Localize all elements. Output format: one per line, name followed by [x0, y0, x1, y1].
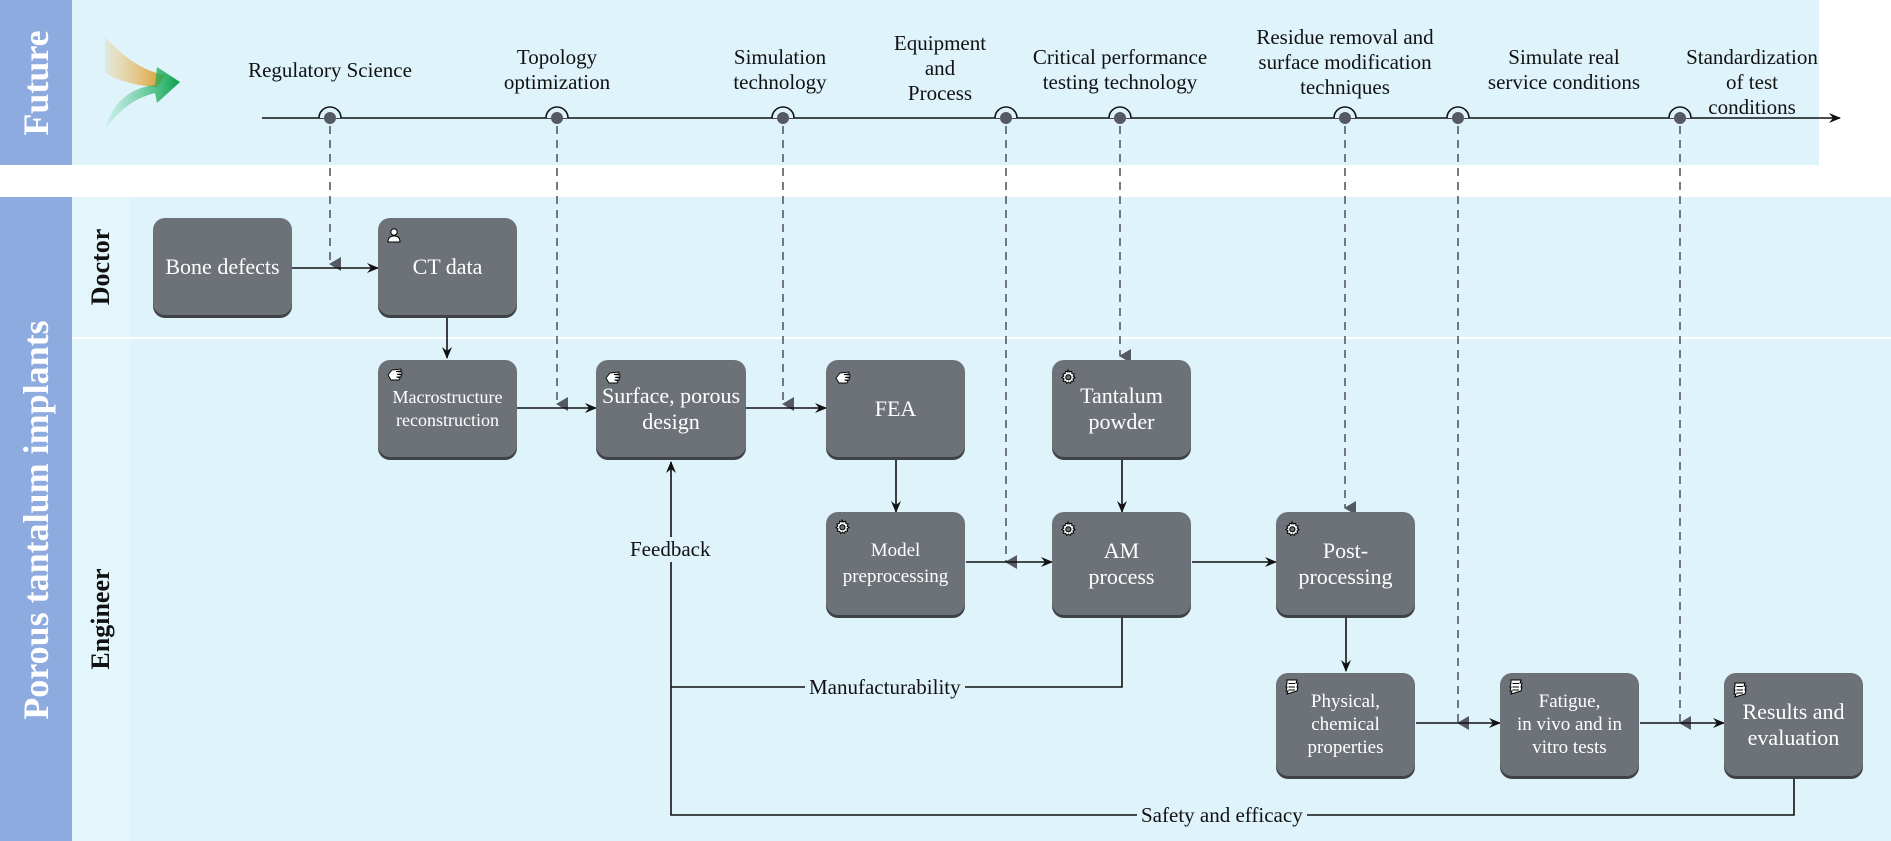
node-label: Fatigue, in vivo and in vitro tests	[1516, 691, 1623, 758]
hand-icon	[386, 365, 403, 381]
timeline-label-4: Critical performance testing technology	[1032, 45, 1208, 94]
node-label: Surface, porous design	[601, 382, 741, 434]
timeline-label-5: Residue removal and surface modification…	[1256, 25, 1434, 99]
node-model-preprocessing[interactable]: Model preprocessing	[826, 512, 965, 615]
timeline-label-2: Simulation technology	[733, 45, 827, 94]
node-label: AM process	[1088, 537, 1155, 589]
node-label: Physical, chemical properties	[1307, 691, 1384, 758]
node-label: FEA	[874, 395, 917, 421]
edge-label-safety: Safety and efficacy	[1137, 803, 1307, 828]
user-icon	[386, 223, 402, 243]
gear-icon	[1060, 365, 1076, 385]
node-label: Bone defects	[165, 253, 280, 279]
timeline-label-1: Topology optimization	[503, 45, 611, 94]
node-label: Results and evaluation	[1742, 698, 1845, 750]
edge-label-manufacturability: Manufacturability	[805, 675, 965, 700]
future-label-band: Future	[0, 0, 72, 165]
timeline-dot-5	[1339, 112, 1351, 124]
node-am-process[interactable]: AM process	[1052, 512, 1191, 615]
node-tantalum-powder[interactable]: Tantalum powder	[1052, 360, 1191, 457]
node-surface-design[interactable]: Surface, porous design	[596, 360, 746, 457]
edge-label-feedback: Feedback	[626, 537, 715, 562]
timeline-label-3: Equipment and Process	[893, 31, 987, 105]
script-icon	[1732, 678, 1748, 698]
script-icon	[1284, 678, 1300, 695]
timeline-dot-0	[324, 112, 336, 124]
timeline-label-6: Simulate real service conditions	[1487, 45, 1641, 94]
gear-icon	[1284, 517, 1300, 537]
node-post-processing[interactable]: Post- processing	[1276, 512, 1415, 615]
node-fea[interactable]: FEA	[826, 360, 965, 457]
future-arrow-logo	[105, 37, 180, 130]
node-label: Model preprocessing	[842, 539, 949, 587]
timeline-dot-2	[777, 112, 789, 124]
doctor-lane-header: Doctor	[72, 197, 130, 337]
node-bone-defects[interactable]: Bone defects	[153, 218, 292, 315]
timeline-dot-3	[1000, 112, 1012, 124]
hand-icon	[834, 365, 851, 384]
node-macrostructure[interactable]: Macrostructure reconstruction	[378, 360, 517, 457]
gear-icon	[834, 517, 850, 535]
engineer-lane-header: Engineer	[72, 339, 130, 841]
node-ct-data[interactable]: CT data	[378, 218, 517, 315]
future-band	[0, 0, 1819, 165]
node-label: Tantalum powder	[1080, 382, 1163, 434]
timeline-dot-6	[1452, 112, 1464, 124]
main-label-band: Porous tantalum implants	[0, 197, 72, 841]
node-label: CT data	[412, 253, 483, 279]
timeline-label-7: Standardization of test conditions	[1686, 45, 1818, 119]
gear-icon	[1060, 517, 1076, 537]
timeline-dot-1	[551, 112, 563, 124]
timeline-label-0: Regulatory Science	[248, 58, 412, 82]
node-label: Post- processing	[1298, 537, 1393, 589]
timeline-dot-7	[1674, 112, 1686, 124]
node-results-evaluation[interactable]: Results and evaluation	[1724, 673, 1863, 776]
timeline-dot-4	[1114, 112, 1126, 124]
node-physical-chemical[interactable]: Physical, chemical properties	[1276, 673, 1415, 776]
node-label: Macrostructure reconstruction	[392, 386, 503, 430]
node-fatigue-tests[interactable]: Fatigue, in vivo and in vitro tests	[1500, 673, 1639, 776]
script-icon	[1508, 678, 1524, 695]
hand-icon	[604, 365, 621, 384]
